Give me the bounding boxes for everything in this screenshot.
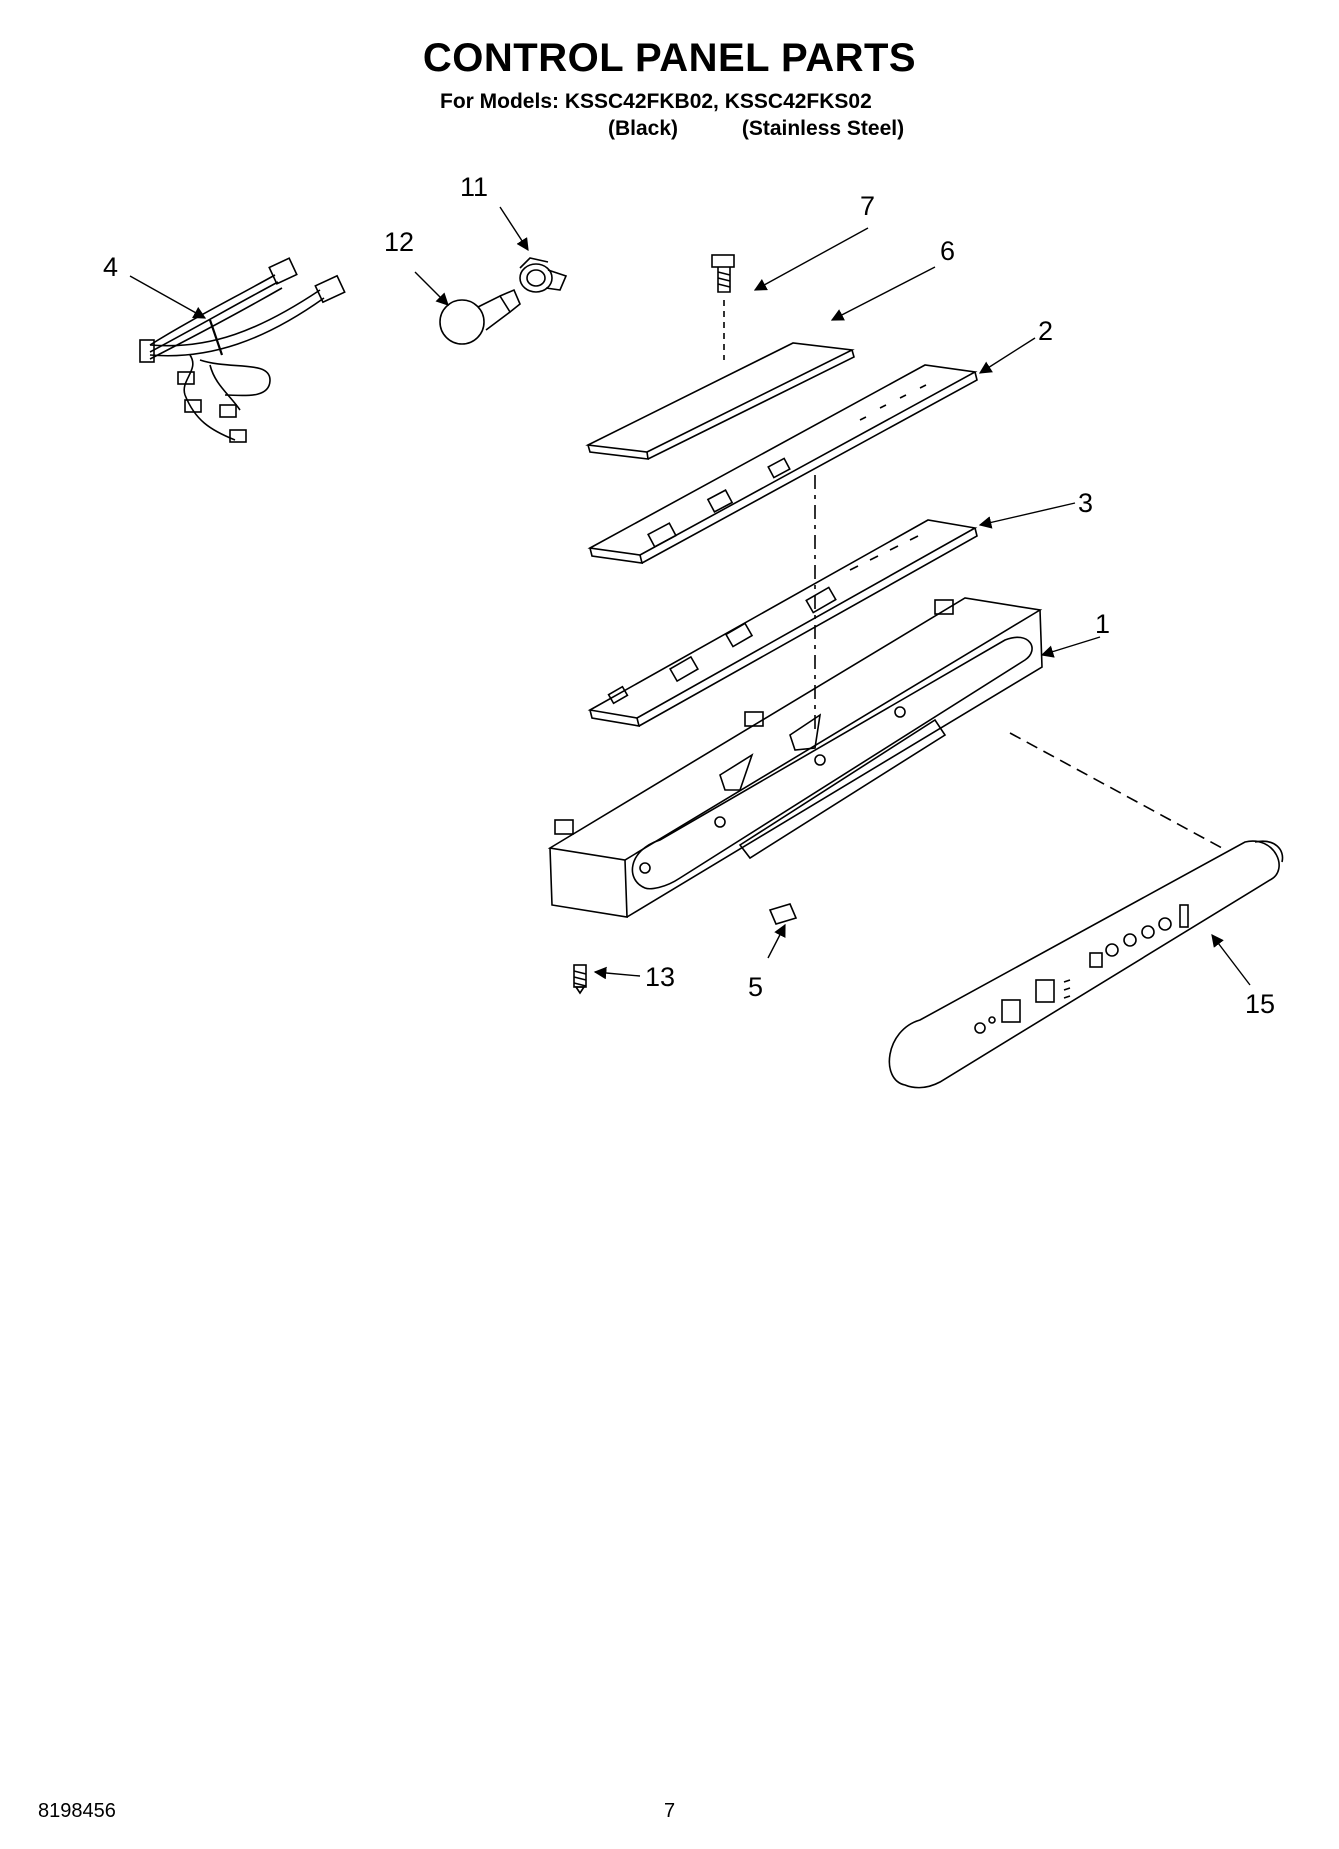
callout-13: 13 [645, 962, 675, 992]
callout-5: 5 [748, 972, 763, 1002]
leader-arrows [129, 206, 1251, 986]
model-variants: (Black) (Stainless Steel) [608, 117, 904, 141]
light-socket-part [519, 257, 568, 293]
callout-4: 4 [103, 252, 118, 282]
control-board-part [587, 364, 978, 564]
page-title: CONTROL PANEL PARTS [422, 36, 917, 80]
callout-2: 2 [1038, 316, 1053, 346]
variant-stainless: (Stainless Steel) [741, 117, 905, 140]
clip-part [768, 903, 798, 925]
light-bulb-part [439, 288, 521, 345]
variant-black: (Black) [608, 117, 679, 140]
callout-11: 11 [460, 172, 488, 202]
page-number: 7 [664, 1800, 676, 1822]
callout-labels: 1 2 3 4 5 6 7 11 12 13 15 [103, 172, 1275, 1019]
callout-12: 12 [384, 227, 414, 257]
control-overlay-part [888, 840, 1284, 1089]
document-number: 8198456 [38, 1800, 116, 1822]
board-cover-part [585, 342, 855, 460]
wire-harness-part [139, 257, 346, 443]
callout-6: 6 [940, 236, 955, 266]
callout-1: 1 [1095, 609, 1110, 639]
callout-15: 15 [1245, 989, 1275, 1019]
control-housing-part [547, 597, 1043, 918]
screw-part-13 [573, 964, 587, 995]
screw-part-7 [711, 254, 735, 293]
models-line: For Models: KSSC42FKB02, KSSC42FKS02 [440, 90, 872, 113]
switch-board-part [587, 519, 978, 727]
callout-7: 7 [860, 191, 875, 221]
callout-3: 3 [1078, 488, 1093, 518]
